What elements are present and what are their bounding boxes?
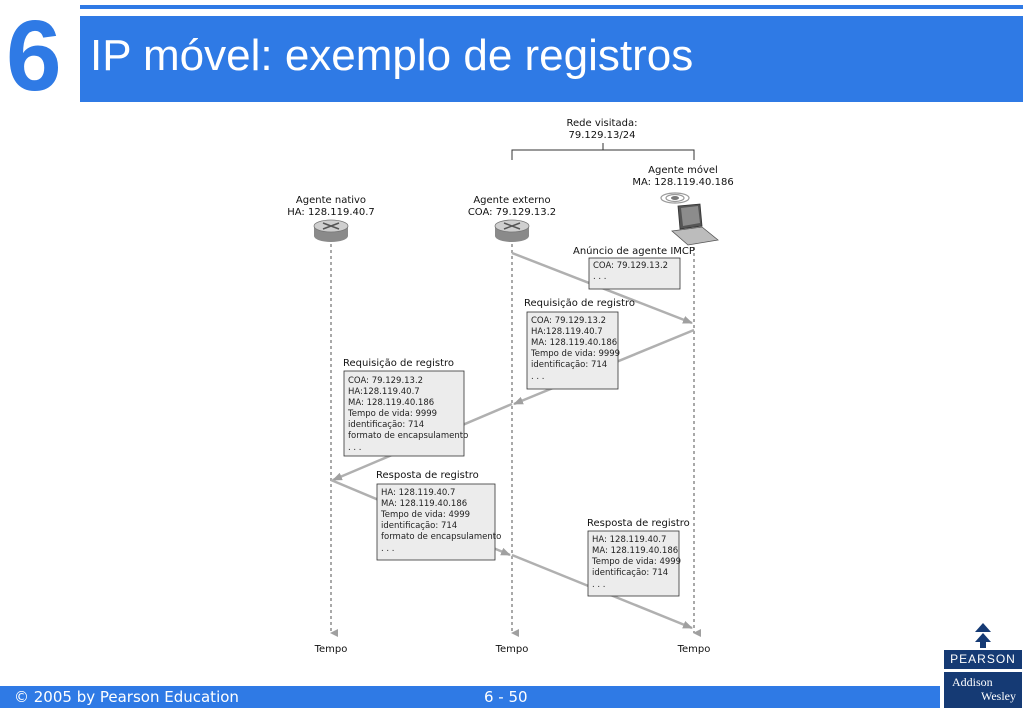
reply-2-line: . . . (592, 580, 606, 590)
advertisement-box (588, 257, 681, 290)
mobile-agent-time-label: Tempo (677, 644, 711, 655)
request-1-line: COA: 79.129.13.2 (531, 316, 606, 326)
reply-1-title: Resposta de registro (376, 470, 479, 481)
reply-2-line: HA: 128.119.40.7 (592, 535, 666, 545)
request-1-line: . . . (531, 372, 545, 382)
reply-1-line: MA: 128.119.40.186 (381, 499, 467, 509)
addison-wesley-wordmark: Addison Wesley (944, 672, 1022, 708)
footer-copyright: © 2005 by Pearson Education (14, 688, 239, 706)
request-1-line: identificação: 714 (531, 360, 607, 370)
reply-2-line: MA: 128.119.40.186 (592, 546, 678, 556)
advertisement-line: . . . (593, 272, 607, 282)
mobile-agent-address: MA: 128.119.40.186 (632, 177, 733, 188)
visited-network-bracket (511, 143, 695, 160)
request-1-line: HA:128.119.40.7 (531, 327, 603, 337)
laptop-icon (660, 192, 719, 246)
home-agent-address: HA: 128.119.40.7 (287, 207, 375, 218)
reply-2-line: identificação: 714 (592, 568, 668, 578)
chapter-number: 6 (6, 0, 62, 112)
reply-1-line: HA: 128.119.40.7 (381, 488, 455, 498)
home-agent-router-icon (313, 219, 349, 242)
addison-text: Addison (952, 675, 993, 689)
visited-network-label: Rede visitada: (567, 118, 638, 129)
foreign-agent-router-icon (494, 219, 530, 242)
footer-bar (0, 686, 940, 708)
pearson-wordmark: PEARSON (944, 650, 1022, 669)
wesley-text: Wesley (980, 689, 1016, 703)
request-2-line: HA:128.119.40.7 (348, 387, 420, 397)
foreign-agent-time-label: Tempo (495, 644, 529, 655)
footer-page-number: 6 - 50 (484, 688, 528, 706)
advertisement-title: Anúncio de agente IMCP (573, 245, 695, 257)
reply-2-box (587, 530, 680, 597)
visited-network-address: 79.129.13/24 (569, 130, 636, 141)
title-bar (80, 16, 1023, 102)
request-2-box (343, 370, 465, 457)
mobile-agent-label: Agente móvel (648, 164, 718, 176)
request-2-line: Tempo de vida: 9999 (347, 409, 437, 419)
request-1-line: MA: 128.119.40.186 (531, 338, 617, 348)
reply-1-line: formato de encapsulamento (381, 532, 501, 542)
pearson-tree-icon (975, 623, 991, 648)
request-2-line: . . . (348, 443, 362, 453)
request-2-line: formato de encapsulamento (348, 431, 468, 441)
request-2-line: identificação: 714 (348, 420, 424, 430)
header-top-line (80, 5, 1023, 9)
pearson-logo: PEARSON Addison Wesley (944, 620, 1022, 708)
slide-title: IP móvel: exemplo de registros (90, 31, 694, 80)
request-2-title: Requisição de registro (343, 358, 454, 369)
foreign-agent-address: COA: 79.129.13.2 (468, 207, 556, 218)
advertisement-line: COA: 79.129.13.2 (593, 261, 668, 271)
home-agent-label: Agente nativo (296, 195, 366, 206)
reply-1-box (376, 483, 496, 561)
reply-2-title: Resposta de registro (587, 518, 690, 529)
request-1-title: Requisição de registro (524, 298, 635, 309)
home-agent-time-label: Tempo (314, 644, 348, 655)
request-2-line: MA: 128.119.40.186 (348, 398, 434, 408)
request-2-line: COA: 79.129.13.2 (348, 376, 423, 386)
foreign-agent-label: Agente externo (473, 195, 550, 206)
reply-1-line: . . . (381, 544, 395, 554)
request-1-box (526, 311, 619, 390)
reply-1-line: Tempo de vida: 4999 (380, 510, 470, 520)
reply-1-line: identificação: 714 (381, 521, 457, 531)
reply-2-line: Tempo de vida: 4999 (591, 557, 681, 567)
request-1-line: Tempo de vida: 9999 (530, 349, 620, 359)
